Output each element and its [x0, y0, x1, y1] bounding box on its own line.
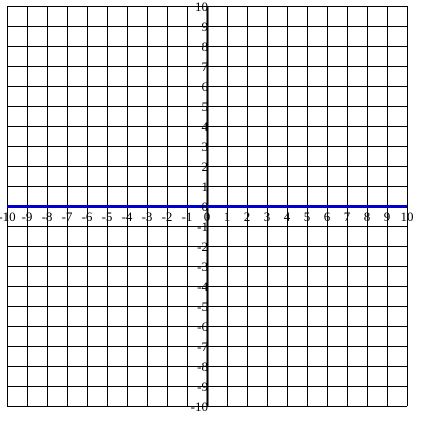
x-tick-label: -7 — [62, 209, 73, 224]
x-tick-label: 1 — [224, 209, 231, 224]
x-tick-label: -1 — [182, 209, 193, 224]
y-tick-label: 2 — [202, 159, 209, 174]
x-tick-label: 10 — [401, 209, 414, 224]
y-tick-label: -3 — [197, 259, 208, 274]
y-tick-label: -9 — [197, 379, 208, 394]
y-tick-label: -8 — [197, 359, 208, 374]
y-tick-label: 8 — [202, 39, 209, 54]
y-tick-label: 10 — [195, 0, 208, 14]
x-tick-label: -10 — [0, 209, 16, 224]
y-tick-label: 7 — [202, 59, 209, 74]
x-tick-label: -9 — [22, 209, 33, 224]
x-tick-label: 7 — [344, 209, 351, 224]
y-tick-label: 6 — [202, 79, 209, 94]
y-tick-label: 4 — [202, 119, 209, 134]
y-tick-label: -5 — [197, 299, 208, 314]
x-tick-label: 4 — [284, 209, 291, 224]
x-tick-label: -4 — [122, 209, 133, 224]
y-tick-label: 0 — [202, 199, 209, 214]
y-tick-label: -4 — [197, 279, 208, 294]
x-tick-label: -3 — [142, 209, 153, 224]
y-tick-label: 9 — [202, 19, 209, 34]
x-tick-label: 5 — [304, 209, 311, 224]
y-tick-label: -6 — [197, 319, 208, 334]
y-tick-label: -1 — [197, 219, 208, 234]
x-tick-label: -6 — [82, 209, 93, 224]
x-tick-label: -5 — [102, 209, 113, 224]
y-tick-label: -10 — [191, 399, 208, 414]
x-tick-label: 9 — [384, 209, 391, 224]
x-tick-label: 0 — [204, 209, 211, 224]
x-tick-label: -8 — [42, 209, 53, 224]
y-tick-label: 5 — [202, 99, 209, 114]
x-tick-label: 2 — [244, 209, 251, 224]
y-tick-label: -2 — [197, 239, 208, 254]
y-tick-label: 3 — [202, 139, 209, 154]
x-tick-label: 8 — [364, 209, 371, 224]
x-tick-label: 6 — [324, 209, 331, 224]
x-tick-label: -2 — [162, 209, 173, 224]
y-tick-label: 1 — [202, 179, 209, 194]
y-tick-label: -7 — [197, 339, 208, 354]
x-tick-label: 3 — [264, 209, 271, 224]
